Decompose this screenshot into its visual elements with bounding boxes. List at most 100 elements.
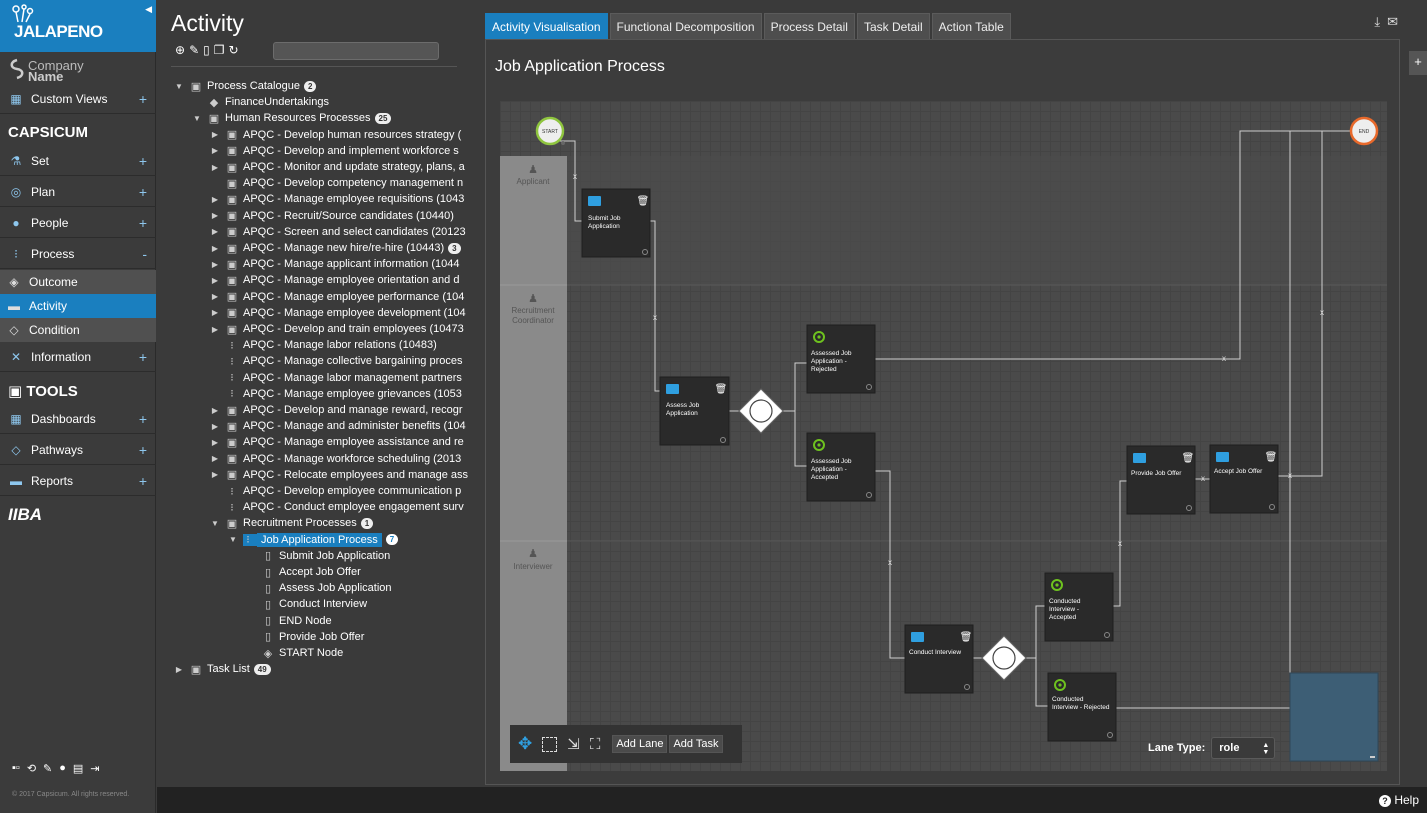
history-icon[interactable]: ⟲ (26, 762, 37, 775)
add-panel-button[interactable]: + (1409, 51, 1427, 75)
tree-toggle-icon[interactable]: ▶ (211, 308, 219, 318)
nav-plan[interactable]: ◎ Plan + (0, 177, 156, 207)
connector-handle[interactable] (1186, 505, 1192, 511)
task-submit-job-application[interactable]: 🗑 Submit Job Application (581, 188, 651, 258)
outcome-interview-accepted[interactable]: Conducted Interview - Accepted (1044, 572, 1114, 642)
outcome-application-rejected[interactable]: Assessed Job Application - Rejected (806, 324, 876, 394)
tree-toggle-icon[interactable]: ▶ (211, 227, 219, 237)
tree-toggle-icon[interactable]: ▶ (211, 259, 219, 269)
tree-toggle-icon[interactable]: ▶ (211, 421, 219, 431)
collapse-sidebar-icon[interactable]: ◀ (145, 4, 152, 14)
connector-handle[interactable] (720, 437, 726, 443)
edge-accepted-interview[interactable] (875, 470, 905, 659)
search-input[interactable] (273, 42, 439, 60)
tree-row[interactable]: ▶▣APQC - Screen and select candidates (2… (209, 224, 466, 240)
lane-type-select[interactable]: role ▲▼ (1211, 737, 1276, 759)
expand-icon[interactable]: + (138, 184, 147, 200)
tree-row[interactable]: ▶▣APQC - Develop and train employees (10… (209, 321, 464, 337)
tree-row[interactable]: ⁝APQC - Conduct employee engagement surv (209, 499, 463, 515)
outcome-application-accepted[interactable]: Assessed Job Application - Accepted (806, 432, 876, 502)
tree-toggle-icon[interactable]: ▶ (211, 405, 219, 415)
tree-row[interactable]: ▶▣APQC - Manage applicant information (1… (209, 256, 460, 272)
tree-row[interactable]: ▯Provide Job Offer (245, 629, 364, 645)
edge-gateway-rejected[interactable] (782, 362, 807, 412)
refresh-icon[interactable]: ↻ (228, 43, 239, 57)
edge-gateway-int-accepted[interactable] (1025, 605, 1045, 659)
nav-information[interactable]: ✕ Information + (0, 342, 156, 372)
tree-row[interactable]: ▶▣APQC - Relocate employees and manage a… (209, 467, 468, 483)
tree-toggle-icon[interactable]: ▶ (211, 243, 219, 253)
wrench-icon[interactable]: ✎ (43, 762, 53, 775)
connector-handle[interactable] (642, 249, 648, 255)
tree-row[interactable]: ◈START Node (245, 645, 343, 661)
trash-icon[interactable]: 🗑 (960, 631, 973, 643)
tree-row[interactable]: ▶▣APQC - Manage employee assistance and … (209, 434, 464, 450)
trash-icon[interactable]: 🗑 (1182, 452, 1195, 464)
expand-icon[interactable]: + (138, 349, 147, 365)
tree-row[interactable]: ▣APQC - Develop competency management n (209, 175, 463, 191)
tree-toggle-icon[interactable]: ▶ (211, 146, 219, 156)
tree-row[interactable]: ▶▣APQC - Manage employee requisitions (1… (209, 191, 464, 207)
task-assess-job-application[interactable]: 🗑 Assess Job Application (659, 376, 730, 446)
trash-icon[interactable]: 🗑 (715, 383, 728, 395)
download-icon[interactable]: ⤓ (1374, 14, 1381, 29)
tree-row[interactable]: ▶▣APQC - Manage employee orientation and… (209, 272, 460, 288)
tree-toggle-icon[interactable]: ▼ (229, 535, 237, 545)
logo-bar[interactable]: JALAPENO ◀ (0, 0, 156, 52)
tree-toggle-icon[interactable]: ▶ (211, 275, 219, 285)
expand-icon[interactable]: + (138, 442, 147, 458)
edge-int-rejected-end[interactable] (1116, 130, 1350, 709)
tab-process-detail[interactable]: Process Detail (763, 13, 855, 39)
decision-gateway[interactable] (738, 388, 784, 434)
tree-row[interactable]: ⁝APQC - Manage labor relations (10483) (209, 337, 437, 353)
add-lane-button[interactable]: Add Lane (612, 735, 668, 753)
delete-icon[interactable]: ▯ (203, 43, 210, 57)
select-tool-icon[interactable] (542, 736, 558, 752)
tree-toggle-icon[interactable]: ▶ (211, 470, 219, 480)
process-diagram[interactable]: ♟ Applicant ♟ Recruitment Coordinator ♟ … (500, 101, 1387, 771)
expand-icon[interactable]: + (138, 91, 147, 107)
user-icon[interactable]: ● (59, 762, 66, 774)
expand-icon[interactable]: + (138, 473, 147, 489)
tree-toggle-icon[interactable]: ▶ (211, 437, 219, 447)
tree-row[interactable]: ▯Submit Job Application (245, 548, 390, 564)
pan-tool-icon[interactable]: ✥ (518, 734, 533, 753)
lane-interviewer[interactable]: ♟ Interviewer (513, 548, 552, 571)
tree-row[interactable]: ▶▣APQC - Manage workforce scheduling (20… (209, 451, 461, 467)
edit-icon[interactable]: ✎ (189, 43, 200, 57)
tree-row[interactable]: ⁝APQC - Manage labor management partners (209, 370, 462, 386)
tree-toggle-icon[interactable]: ▶ (211, 162, 219, 172)
tree-toggle-icon[interactable]: ▶ (211, 292, 219, 302)
tree-toggle-icon[interactable]: ▶ (175, 664, 183, 674)
tree-toggle-icon[interactable]: ▼ (175, 81, 183, 91)
connector-handle[interactable] (866, 492, 872, 498)
tree-row[interactable]: ▯Conduct Interview (245, 596, 367, 612)
trash-icon[interactable]: 🗑 (1265, 451, 1278, 463)
connector-handle[interactable] (1104, 632, 1110, 638)
tree-row[interactable]: ▶▣APQC - Manage employee development (10… (209, 305, 466, 321)
outcome-interview-rejected[interactable]: Conducted Interview - Rejected (1047, 672, 1117, 742)
nav-set[interactable]: ⚗ Set + (0, 146, 156, 176)
tree-toggle-icon[interactable]: ▶ (211, 194, 219, 204)
tree-toggle-icon[interactable]: ▶ (211, 211, 219, 221)
copy-icon[interactable]: ❐ (213, 43, 225, 57)
tree-row[interactable]: ▶▣APQC - Manage new hire/re-hire (10443)… (209, 240, 461, 256)
connector-handle[interactable] (964, 684, 970, 690)
database-icon[interactable]: ▤ (72, 762, 84, 775)
edge-gateway-int-rejected[interactable] (1025, 657, 1048, 707)
process-canvas[interactable]: ♟ Applicant ♟ Recruitment Coordinator ♟ … (500, 101, 1387, 771)
tree-row[interactable]: ▯END Node (245, 613, 332, 629)
connector-handle[interactable] (561, 141, 565, 145)
expand-icon[interactable]: + (138, 411, 147, 427)
collapse-icon[interactable]: - (142, 246, 147, 262)
connector-handle[interactable] (1269, 504, 1275, 510)
nav-sub-condition[interactable]: ◇ Condition (0, 318, 156, 342)
expand-icon[interactable]: + (138, 153, 147, 169)
connector-handle[interactable] (1107, 732, 1113, 738)
tree-row[interactable]: ▶▣APQC - Recruit/Source candidates (1044… (209, 208, 454, 224)
tree-row[interactable]: ▶▣APQC - Develop and manage reward, reco… (209, 402, 463, 418)
task-provide-job-offer[interactable]: 🗑 Provide Job Offer (1126, 445, 1196, 515)
tree-row[interactable]: ⁝APQC - Manage collective bargaining pro… (209, 353, 462, 369)
